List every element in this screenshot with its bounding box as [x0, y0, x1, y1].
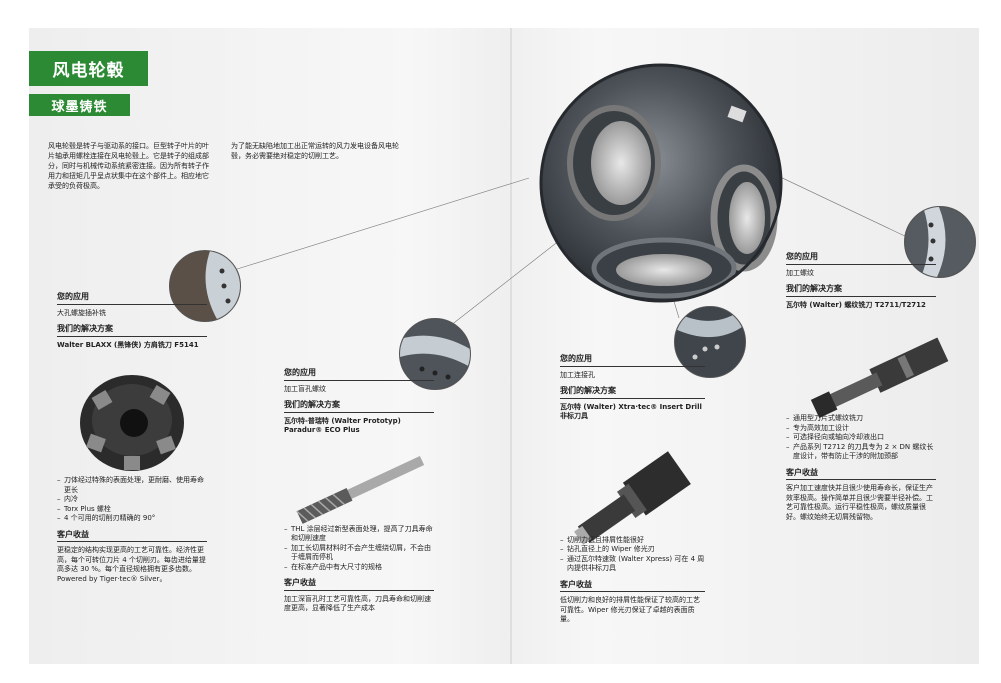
product-name: 瓦尔特-普瑞特 (Walter Prototyp) Paradur® ECO P…	[284, 416, 401, 435]
gain-heading: 客户收益	[57, 530, 207, 542]
list-item: 加工长切屑材料时不会产生缠绕切屑，不会由于缠屑而停机	[284, 544, 434, 563]
gain-text: 更稳定的结构实现更高的工艺可靠性。经济性更高，每个可转位刀片 4 个切削刃。每齿…	[57, 546, 206, 583]
gain-heading: 客户收益	[284, 578, 434, 591]
app-heading: 您的应用	[284, 368, 434, 381]
intro-right-text: 为了能无缺陷地加工出正常运转的风力发电设备风电轮毂，务必需要绝对稳定的切削工艺。	[231, 142, 399, 160]
gain-heading: 客户收益	[560, 580, 705, 592]
feature-list: THL 涂层经过新型表面处理，提高了刀具寿命和切削速度 加工长切屑材料时不会产生…	[284, 525, 434, 573]
app-value: 加工连接孔	[560, 370, 595, 379]
brochure-spread: 风电轮毂 球墨铸铁 风电轮毂是转子与驱动系的接口。巨型转子叶片的叶片轴承用螺栓连…	[29, 28, 979, 664]
list-item: 专为高效加工设计	[786, 424, 936, 434]
list-item: 通过瓦尔特速致 (Walter Xpress) 可在 4 周内提供非标刀具	[560, 555, 705, 574]
app-heading: 您的应用	[560, 354, 705, 367]
page-subtitle: 球墨铸铁	[29, 94, 130, 116]
solution-heading: 我们的解决方案	[786, 284, 936, 297]
zoom-circle-2	[399, 318, 471, 390]
gain-text: 客户加工速度快并且很少使用寿命长，保证生产效率极高。操作简单并且很少需要半径补偿…	[786, 484, 933, 521]
thread-mill-image	[810, 337, 949, 418]
list-item: 内冷	[57, 495, 207, 505]
gain-text: 低切削力和良好的排屑性能保证了较高的工艺可靠性。Wiper 修光刃保证了卓越的表…	[560, 596, 700, 623]
image-spacer	[284, 440, 434, 525]
product-name: Walter BLAXX (黑锋侠) 方肩铣刀 F5141	[57, 340, 199, 349]
page-title: 风电轮毂	[29, 51, 148, 86]
product-name: 瓦尔特 (Walter) 螺纹铣刀 T2711/T2712	[786, 300, 926, 309]
solution-heading: 我们的解决方案	[560, 386, 705, 399]
wind-hub-image	[539, 63, 783, 303]
intro-left-text: 风电轮毂是转子与驱动系的接口。巨型转子叶片的叶片轴承用螺栓连接在风电轮毂上。它是…	[48, 142, 209, 190]
list-item: THL 涂层经过新型表面处理，提高了刀具寿命和切削速度	[284, 525, 434, 544]
app-value: 加工螺纹	[786, 268, 814, 277]
list-item: 通用型刀片式螺纹铣刀	[786, 414, 936, 424]
image-spacer	[560, 426, 705, 536]
milling-cutter-image	[80, 375, 184, 471]
feature-list: 刀体经过特殊的表面处理，更耐磨、使用寿命更长 内冷 Torx Plus 螺栓 4…	[57, 476, 207, 524]
list-item: 4 个可用的切削刃精确的 90°	[57, 514, 207, 524]
application-block-2: 您的应用 加工盲孔螺纹 我们的解决方案 瓦尔特-普瑞特 (Walter Prot…	[284, 368, 434, 614]
image-spacer	[57, 354, 207, 476]
list-item: 产品系列 T2712 的刀具专为 2 × DN 螺纹长度设计，带有防止干涉的附加…	[786, 443, 936, 462]
tap-image	[296, 455, 425, 524]
list-item: 在标准产品中有大尺寸的规格	[284, 563, 434, 573]
page-fold	[510, 28, 512, 664]
image-spacer	[786, 314, 936, 414]
list-item: 切削力低且排屑性能很好	[560, 536, 705, 546]
solution-heading: 我们的解决方案	[284, 400, 434, 413]
application-block-4: 您的应用 加工螺纹 我们的解决方案 瓦尔特 (Walter) 螺纹铣刀 T271…	[786, 252, 936, 522]
app-value: 加工盲孔螺纹	[284, 384, 326, 393]
solution-heading: 我们的解决方案	[57, 324, 207, 337]
list-item: 可选择径向或轴向冷却液出口	[786, 433, 936, 443]
feature-list: 切削力低且排屑性能很好 钻孔直径上的 Wiper 修光刃 通过瓦尔特速致 (Wa…	[560, 536, 705, 574]
app-value: 大孔螺旋插补铣	[57, 308, 106, 317]
zoom-circle-1	[169, 250, 241, 322]
gain-text: 加工深盲孔时工艺可靠性高，刀具寿命和切削速度更高，显著降低了生产成本	[284, 594, 431, 613]
feature-list: 通用型刀片式螺纹铣刀 专为高效加工设计 可选择径向或轴向冷却液出口 产品系列 T…	[786, 414, 936, 462]
callout-line-1	[233, 177, 530, 271]
list-item: 刀体经过特殊的表面处理，更耐磨、使用寿命更长	[57, 476, 207, 495]
product-name: 瓦尔特 (Walter) Xtra·tec® Insert Drill 非标刀具	[560, 402, 702, 421]
list-item: 钻孔直径上的 Wiper 修光刃	[560, 545, 705, 555]
list-item: Torx Plus 螺栓	[57, 505, 207, 515]
app-heading: 您的应用	[786, 252, 936, 265]
zoom-circle-4	[904, 206, 976, 278]
application-block-1: 您的应用 大孔螺旋插补铣 我们的解决方案 Walter BLAXX (黑锋侠) …	[57, 292, 207, 584]
gain-heading: 客户收益	[786, 468, 936, 480]
app-heading: 您的应用	[57, 292, 207, 305]
application-block-3: 您的应用 加工连接孔 我们的解决方案 瓦尔特 (Walter) Xtra·tec…	[560, 354, 705, 625]
